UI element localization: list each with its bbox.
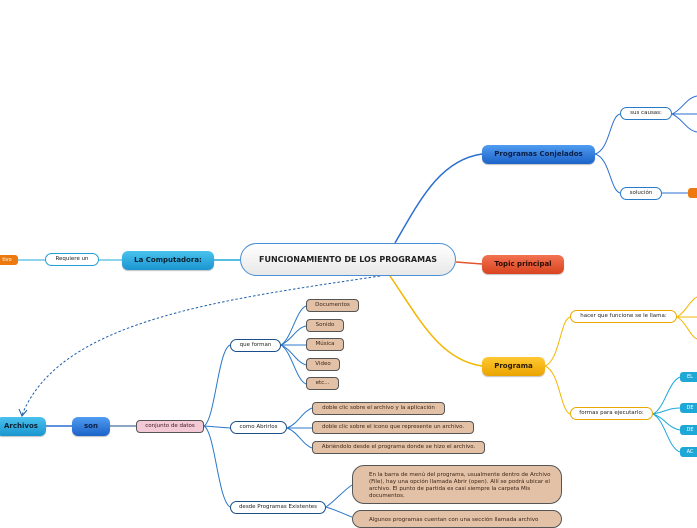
tag-de-2[interactable]: DE <box>680 425 697 435</box>
node-sus-causas[interactable]: sus causas: <box>620 107 672 120</box>
node-hacer-que-funcione[interactable]: hacer que funcione se le llama: <box>570 310 677 323</box>
node-archivos[interactable]: Archivos <box>0 417 46 436</box>
node-programa[interactable]: Programa <box>482 357 545 376</box>
node-programas-conjelados[interactable]: Programas Conjelados <box>482 145 595 164</box>
node-que-forman[interactable]: que forman <box>230 339 281 352</box>
node-requiere-un[interactable]: Requiere un <box>45 253 99 266</box>
tag-de-1[interactable]: DE <box>680 403 697 413</box>
node-desde-programas[interactable]: desde Programas Existentes <box>230 501 326 514</box>
leaf-desde-1[interactable]: En la barra de menú del programa, usualm… <box>352 465 562 504</box>
leaf-musica[interactable]: Música <box>306 338 344 351</box>
central-topic[interactable]: FUNCIONAMIENTO DE LOS PROGRAMAS <box>240 243 456 276</box>
leaf-documentos[interactable]: Documentos <box>306 299 359 312</box>
leaf-etc[interactable]: etc... <box>306 377 339 390</box>
leaf-abrir-1[interactable]: doble clic sobre el archivo y la aplicac… <box>312 402 445 415</box>
node-son[interactable]: son <box>72 417 110 436</box>
node-solucion[interactable]: solución <box>620 187 662 200</box>
tag-el[interactable]: EL <box>680 372 697 382</box>
tag-ac[interactable]: AC <box>680 447 697 457</box>
leaf-abrir-3[interactable]: Abriéndolo desde el programa donde se hi… <box>312 441 485 454</box>
leaf-desde-2[interactable]: Algunos programas cuentan con una secció… <box>352 510 562 528</box>
leaf-sonido[interactable]: Sonido <box>306 319 344 332</box>
node-conjunto-de-datos[interactable]: conjunto de datos <box>136 420 204 433</box>
leaf-video[interactable]: Video <box>306 358 340 371</box>
node-tivo[interactable]: tivo <box>0 255 18 265</box>
leaf-abrir-2[interactable]: doble clic sobre el icono que represente… <box>312 421 474 434</box>
node-solucion-child[interactable] <box>688 188 697 198</box>
node-la-computadora[interactable]: La Computadora: <box>122 251 214 270</box>
node-formas-ejecutarlo[interactable]: formas para ejecutarlo: <box>570 407 653 420</box>
node-como-abrirlos[interactable]: como Abrirlos <box>230 421 287 434</box>
node-topic-principal[interactable]: Topic principal <box>482 255 564 274</box>
